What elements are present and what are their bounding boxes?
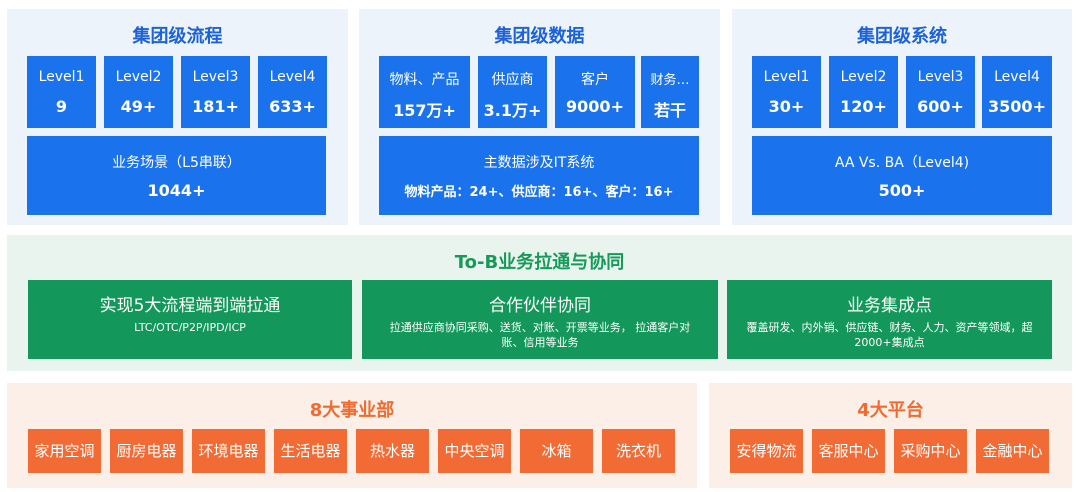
data-summary-value: 物料产品：24+、供应商：16+、客户：16+ <box>404 185 674 200</box>
tob-title: To-B业务拉通与协同 <box>454 252 625 273</box>
group-system-panel: 集团级系统 Level1 30+ Level2 120+ Level3 600+… <box>732 9 1072 225</box>
data-item2-label: 供应商 <box>491 72 534 88</box>
bu-item-7: 冰箱 <box>520 429 593 473</box>
business-units-title: 8大事业部 <box>309 400 395 421</box>
data-item4-label: 财务… <box>650 73 690 88</box>
data-summary-label: 主数据涉及IT系统 <box>483 155 595 171</box>
group-data-title: 集团级数据 <box>494 26 585 47</box>
tob-partner-title: 合作伙伴协同 <box>489 296 591 316</box>
system-summary-box: AA Vs. BA（Level4) 500+ <box>752 136 1052 215</box>
data-item3-box: 客户 9000+ <box>555 56 635 128</box>
platforms-panel: 4大平台 安得物流 客服中心 采购中心 金融中心 <box>709 383 1072 488</box>
process-level4-label: Level4 <box>269 69 316 85</box>
system-level1-box: Level1 30+ <box>752 56 821 128</box>
tob-process-title: 实现5大流程端到端拉通 <box>99 296 281 316</box>
bu-item-1: 家用空调 <box>28 429 101 473</box>
data-item2-box: 供应商 3.1万+ <box>478 56 547 128</box>
tob-partner-box: 合作伙伴协同 拉通供应商协同采购、送货、对账、开票等业务， 拉通客户对账、信用等… <box>362 280 718 359</box>
data-item1-box: 物料、产品 157万+ <box>379 56 470 128</box>
data-item3-label: 客户 <box>581 72 609 88</box>
data-summary-box: 主数据涉及IT系统 物料产品：24+、供应商：16+、客户：16+ <box>379 136 699 215</box>
system-level2-box: Level2 120+ <box>829 56 898 128</box>
bu-item-8: 洗衣机 <box>602 429 675 473</box>
system-level2-label: Level2 <box>840 69 887 85</box>
tob-integration-box: 业务集成点 覆盖研发、内外销、供应链、财务、人力、资产等领域，超2000+集成点 <box>727 280 1052 359</box>
data-item4-value: 若干 <box>653 101 686 120</box>
system-level4-box: Level4 3500+ <box>982 56 1052 128</box>
platform-item-3: 采购中心 <box>894 429 967 473</box>
process-level1-box: Level1 9 <box>27 56 96 128</box>
bu-item-6: 中央空调 <box>438 429 511 473</box>
process-level2-label: Level2 <box>115 69 162 85</box>
system-level4-label: Level4 <box>994 69 1040 85</box>
bu-item-3: 环境电器 <box>192 429 265 473</box>
platform-item-2: 客服中心 <box>812 429 885 473</box>
group-process-title: 集团级流程 <box>132 26 223 47</box>
system-level1-value: 30+ <box>768 97 805 116</box>
process-summary-box: 业务场景（L5串联） 1044+ <box>27 136 326 215</box>
system-summary-label: AA Vs. BA（Level4) <box>834 155 970 171</box>
process-level1-label: Level1 <box>38 69 85 85</box>
process-summary-value: 1044+ <box>147 181 206 200</box>
process-level1-value: 9 <box>55 97 68 116</box>
group-data-panel: 集团级数据 物料、产品 157万+ 供应商 3.1万+ 客户 9000+ 财务…… <box>359 9 720 225</box>
tob-panel: To-B业务拉通与协同 实现5大流程端到端拉通 LTC/OTC/P2P/IPD/… <box>7 235 1072 371</box>
data-item1-value: 157万+ <box>393 101 456 120</box>
platform-item-1: 安得物流 <box>730 429 803 473</box>
process-level2-box: Level2 49+ <box>104 56 173 128</box>
business-units-panel: 8大事业部 家用空调 厨房电器 环境电器 生活电器 热水器 中央空调 冰箱 洗衣… <box>7 383 697 488</box>
data-item2-value: 3.1万+ <box>483 101 542 120</box>
system-level3-box: Level3 600+ <box>906 56 975 128</box>
system-level3-label: Level3 <box>917 69 964 85</box>
platform-item-4: 金融中心 <box>976 429 1049 473</box>
system-level4-value: 3500+ <box>988 97 1046 116</box>
data-item1-label: 物料、产品 <box>389 72 460 88</box>
bu-item-4: 生活电器 <box>274 429 347 473</box>
process-level2-value: 49+ <box>120 97 157 116</box>
process-level3-value: 181+ <box>192 97 239 116</box>
system-level2-value: 120+ <box>840 97 887 116</box>
tob-process-desc: LTC/OTC/P2P/IPD/ICP <box>134 321 246 334</box>
process-level3-box: Level3 181+ <box>181 56 250 128</box>
process-level4-value: 633+ <box>269 97 316 116</box>
bu-item-2: 厨房电器 <box>110 429 183 473</box>
platforms-title: 4大平台 <box>857 400 924 421</box>
system-level3-value: 600+ <box>917 97 964 116</box>
tob-partner-desc: 拉通供应商协同采购、送货、对账、开票等业务， 拉通客户对账、信用等业务 <box>389 321 691 349</box>
tob-integration-desc: 覆盖研发、内外销、供应链、财务、人力、资产等领域，超2000+集成点 <box>746 321 1033 349</box>
process-level3-label: Level3 <box>192 69 239 85</box>
system-level1-label: Level1 <box>763 69 810 85</box>
tob-process-box: 实现5大流程端到端拉通 LTC/OTC/P2P/IPD/ICP <box>28 280 352 359</box>
system-summary-value: 500+ <box>878 181 926 200</box>
group-system-title: 集团级系统 <box>857 26 947 47</box>
group-process-panel: 集团级流程 Level1 9 Level2 49+ Level3 181+ Le… <box>7 9 348 225</box>
tob-integration-title: 业务集成点 <box>847 296 932 316</box>
bu-item-5: 热水器 <box>356 429 429 473</box>
data-item4-box: 财务… 若干 <box>641 56 699 128</box>
process-level4-box: Level4 633+ <box>258 56 327 128</box>
data-item3-value: 9000+ <box>566 97 624 116</box>
process-summary-label: 业务场景（L5串联） <box>112 155 241 171</box>
